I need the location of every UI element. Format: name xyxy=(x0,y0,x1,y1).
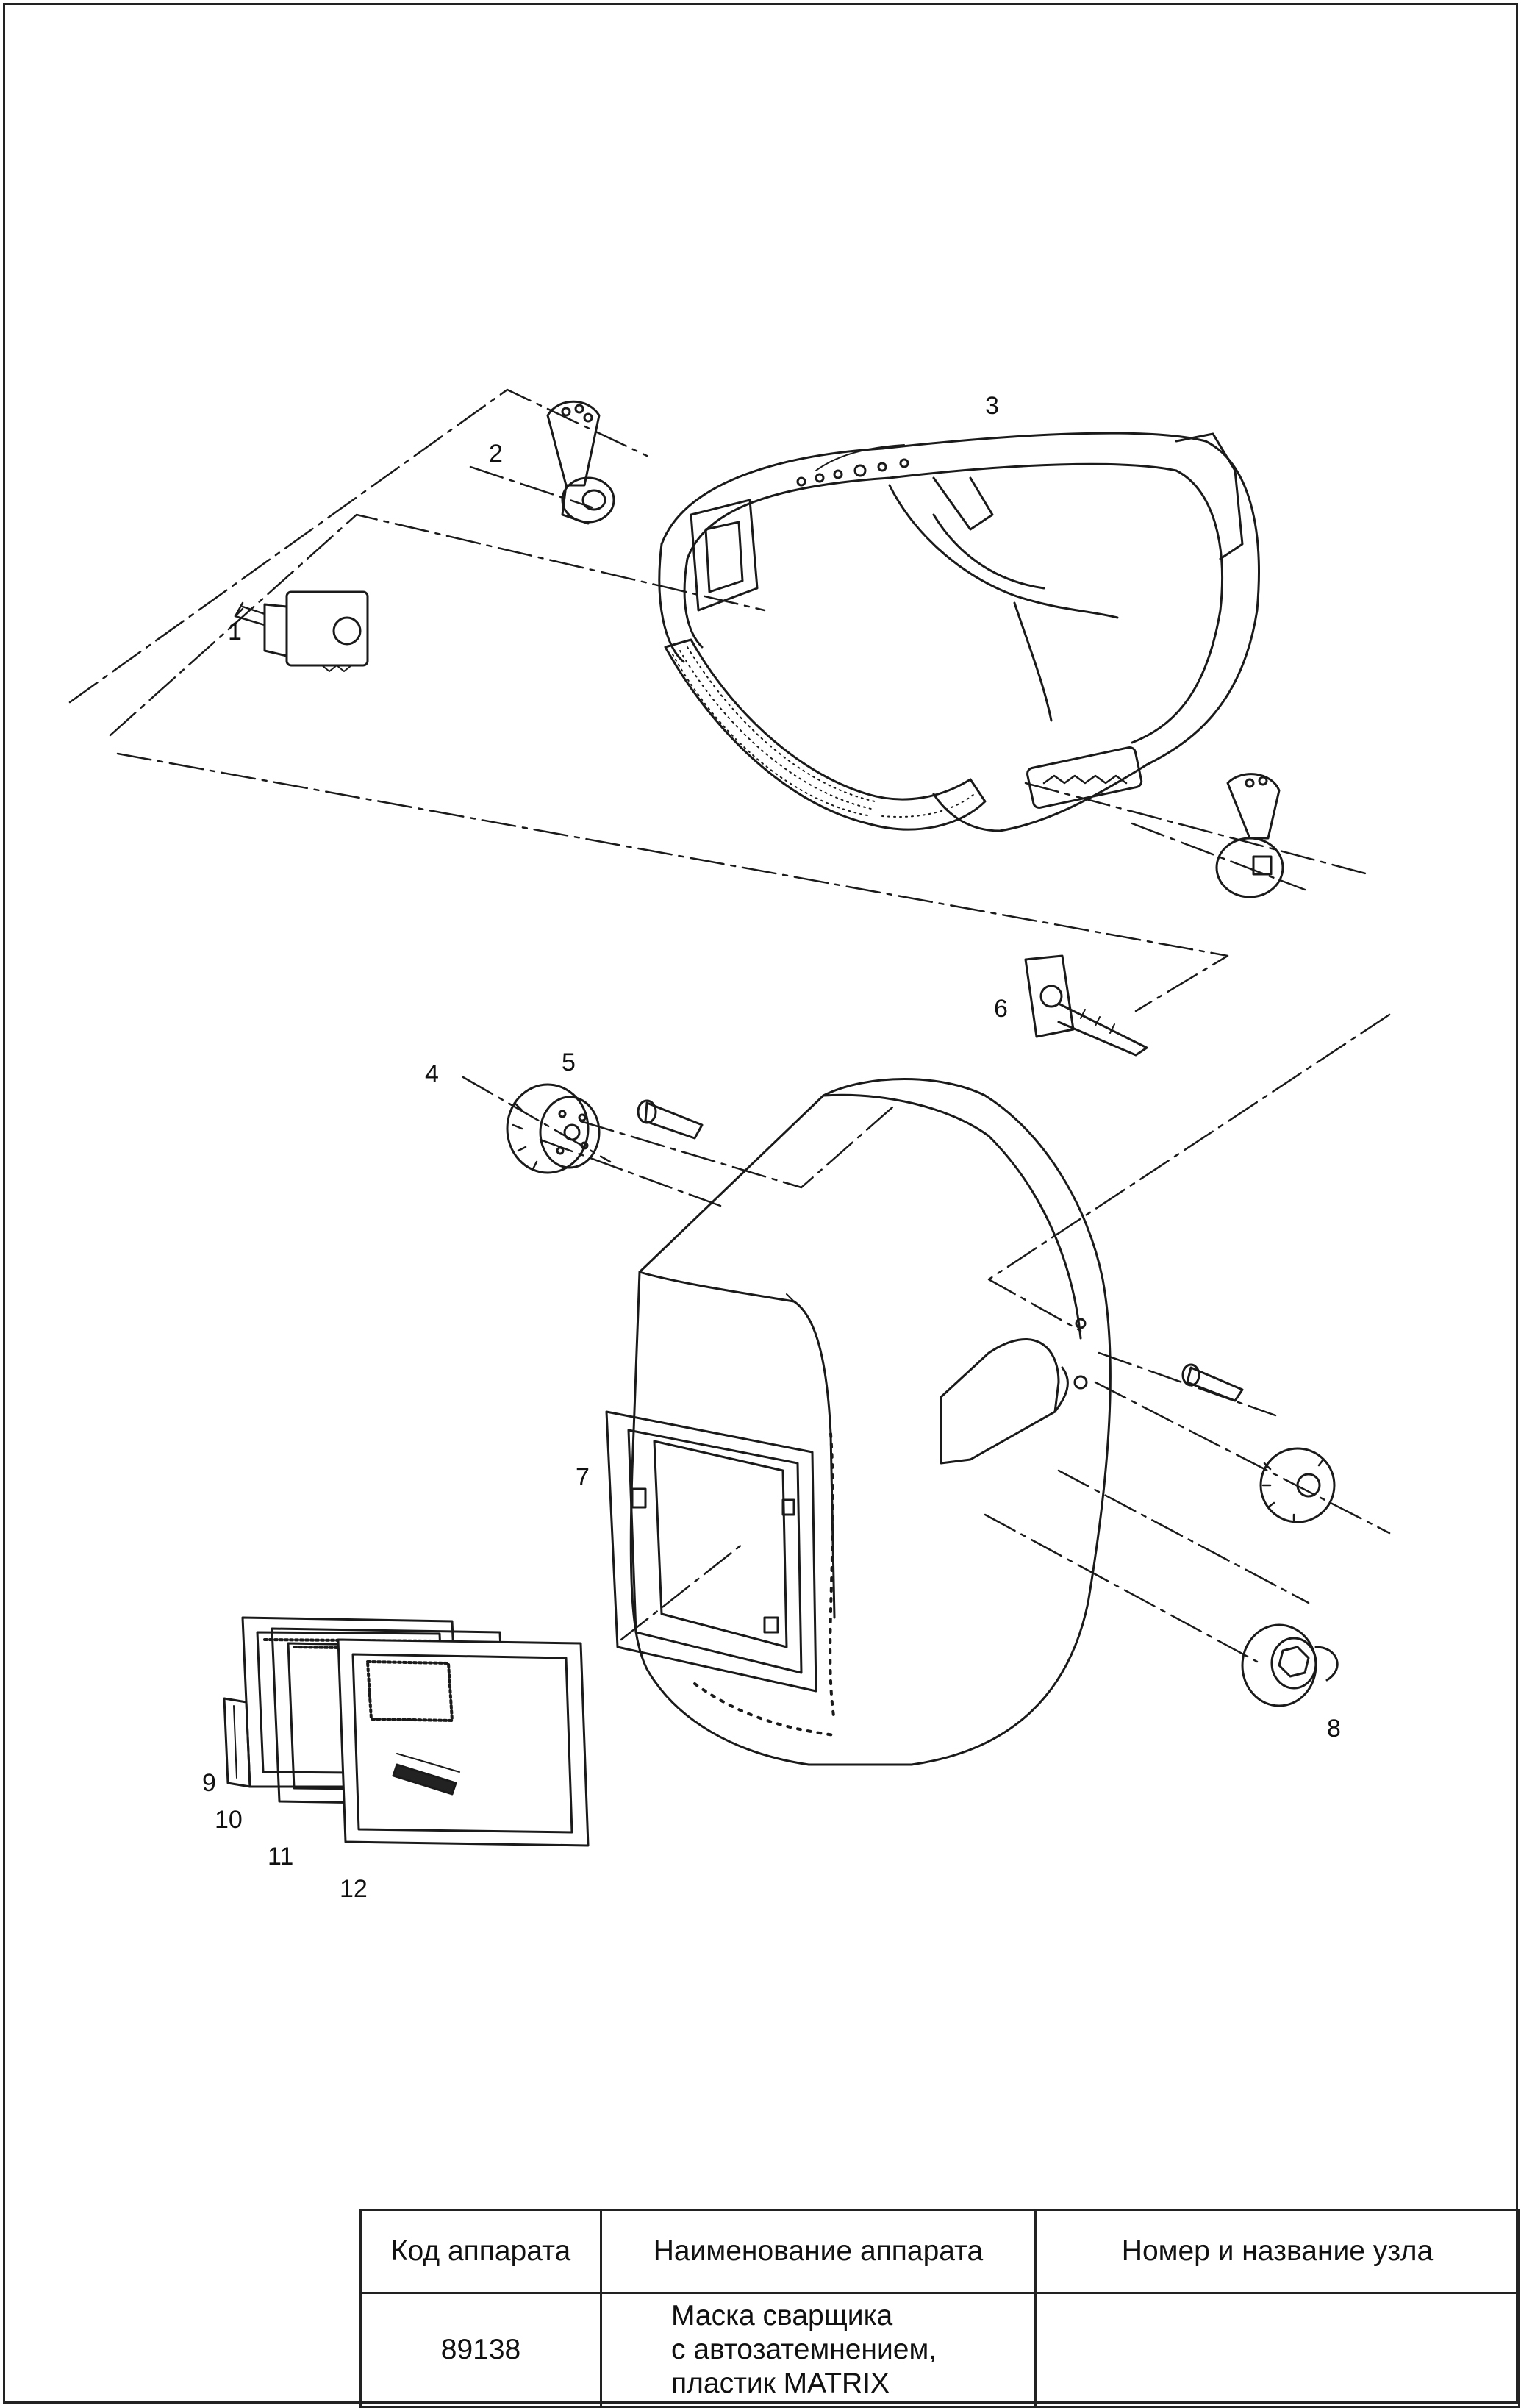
callout-6: 6 xyxy=(994,995,1008,1023)
callout-7: 7 xyxy=(576,1463,590,1491)
device-name-line-3: пластик MATRIX xyxy=(671,2368,890,2399)
title-block-header-row: Код аппарата Наименование аппарата Номер… xyxy=(359,2209,1520,2294)
callout-10: 10 xyxy=(215,1806,243,1834)
callout-4: 4 xyxy=(425,1060,439,1088)
callout-11: 11 xyxy=(268,1843,294,1871)
device-name-value: Маска сварщика с автозатемнением, пласти… xyxy=(600,2292,1037,2408)
part-7-window-frame xyxy=(605,1410,817,1693)
device-name-line-2: с автозатемнением, xyxy=(671,2334,937,2365)
device-name-line-1: Маска сварщика xyxy=(671,2300,893,2332)
title-block-table: Код аппарата Наименование аппарата Номер… xyxy=(359,2209,1520,2408)
part-2-lever-right xyxy=(1215,773,1284,898)
title-block-data-row: 89138 Маска сварщика с автозатемнением, … xyxy=(359,2292,1520,2408)
sweatband xyxy=(664,638,987,831)
unit-name-value xyxy=(1034,2292,1520,2408)
right-knob xyxy=(1259,1447,1336,1523)
right-pin xyxy=(1181,1363,1244,1402)
callout-8: 8 xyxy=(1327,1715,1341,1743)
part-4-knob xyxy=(506,1083,601,1174)
device-code-value: 89138 xyxy=(359,2292,602,2408)
header-device-code: Код аппарата xyxy=(359,2209,602,2294)
headgear-assembly xyxy=(658,432,1260,832)
callout-12: 12 xyxy=(340,1875,368,1903)
part-6-stud xyxy=(1024,954,1148,1057)
part-8-nut xyxy=(1241,1623,1339,1707)
callout-9: 9 xyxy=(202,1769,216,1797)
filter-plates xyxy=(223,1616,590,1847)
welding-shell xyxy=(605,1078,1112,1766)
part-1-stud xyxy=(234,590,369,672)
callout-3: 3 xyxy=(985,392,999,420)
part-5-pin xyxy=(637,1099,704,1140)
part-12-frame xyxy=(337,1638,590,1847)
header-device-name: Наименование аппарата xyxy=(600,2209,1037,2294)
part-2-lever xyxy=(546,400,615,525)
header-unit-name: Номер и название узла xyxy=(1034,2209,1520,2294)
callout-1: 1 xyxy=(228,618,242,646)
callout-5: 5 xyxy=(562,1048,576,1076)
alignment-leader-lines xyxy=(68,388,1391,1663)
callout-2: 2 xyxy=(489,440,503,468)
